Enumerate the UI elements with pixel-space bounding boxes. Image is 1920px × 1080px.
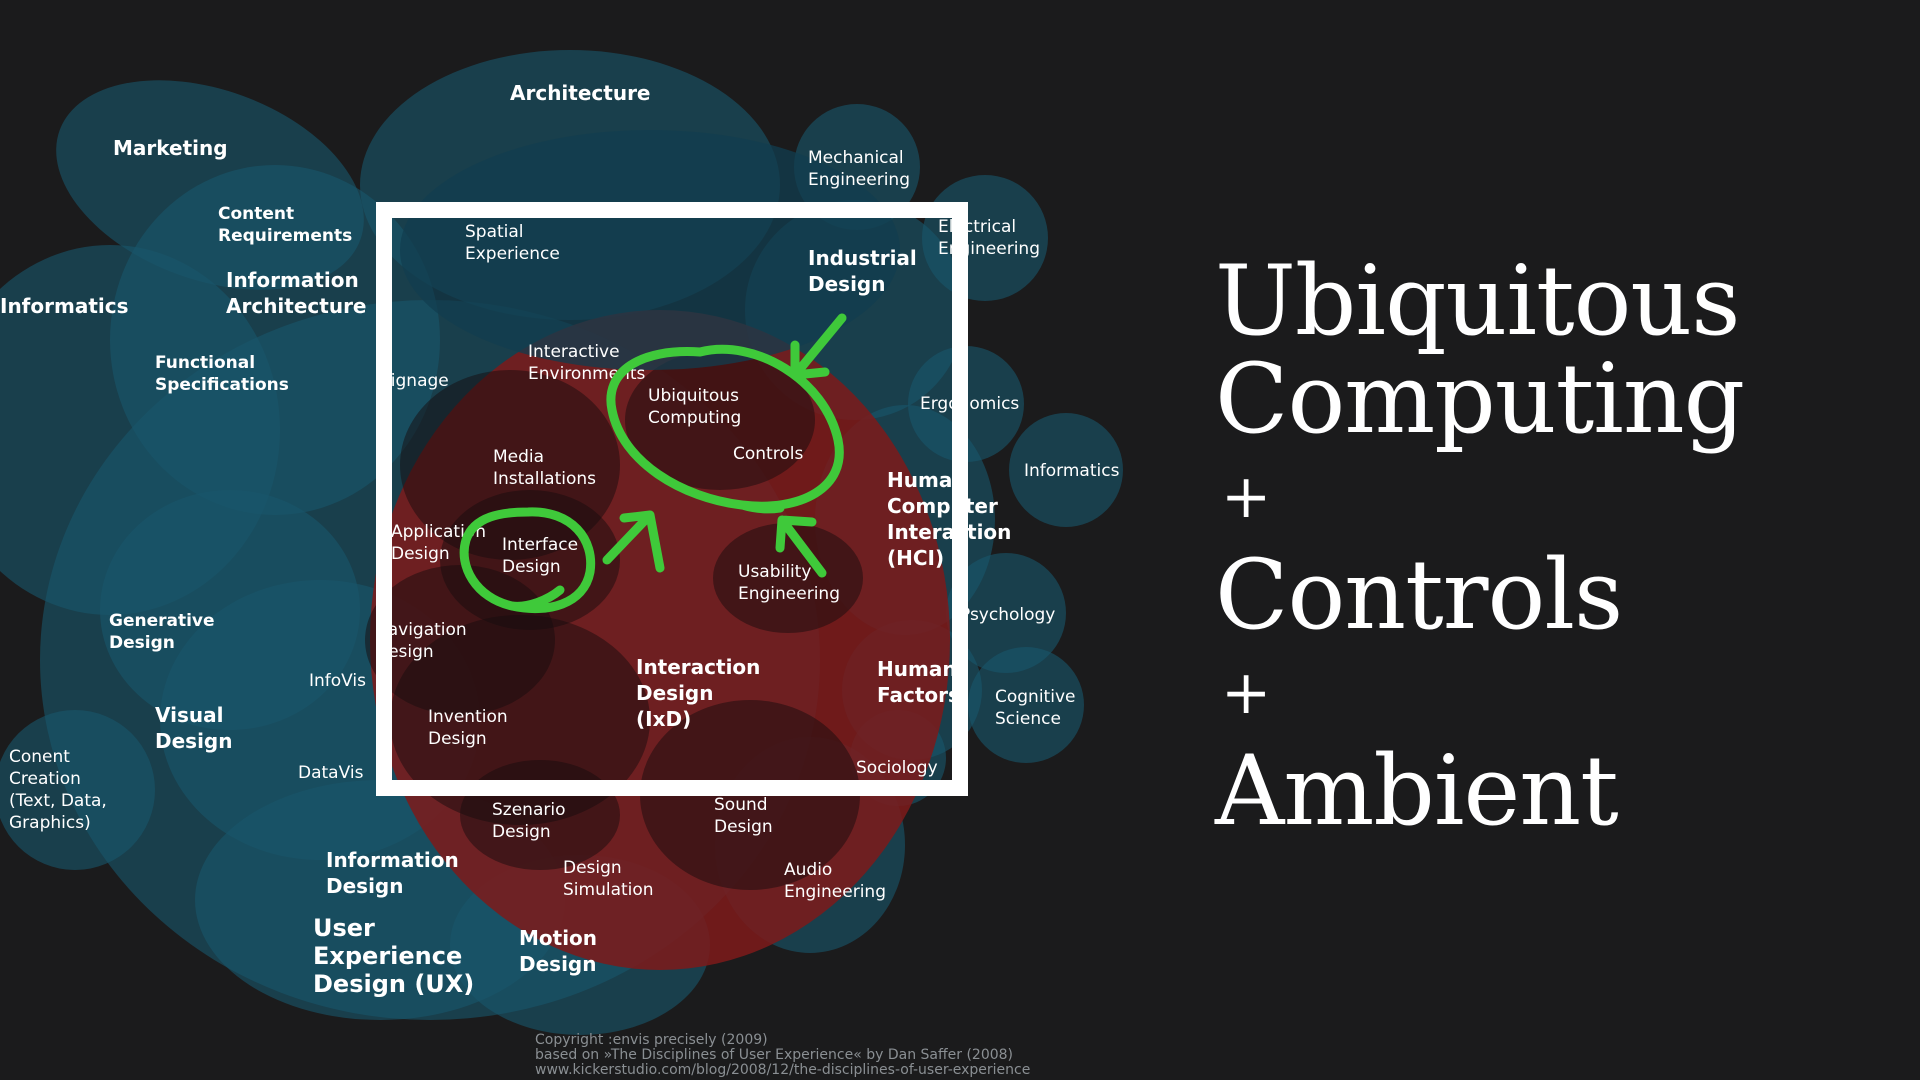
- title-controls: Controls: [1215, 539, 1623, 651]
- title-ubiquitous: Ubiquitous: [1215, 245, 1741, 357]
- label-datavis: DataVis: [298, 763, 364, 783]
- diagram-credit: Copyright :envis precisely (2009) based …: [535, 1032, 1030, 1078]
- label-controls: Controls: [733, 444, 803, 464]
- label-informatics-left: Informatics: [0, 294, 129, 318]
- label-sociology: Sociology: [856, 758, 938, 778]
- title-computing: Computing: [1215, 343, 1745, 455]
- usability-engineering-bubble: [713, 523, 863, 633]
- interface-design-circle: [459, 507, 596, 614]
- cognitive-science-bubble: [968, 647, 1084, 763]
- svg-text:www.kickerstudio.com/blog/2008: www.kickerstudio.com/blog/2008/12/the-di…: [535, 1062, 1030, 1078]
- spatial-experience-bubble: [400, 130, 900, 370]
- label-infovis: InfoVis: [309, 671, 366, 691]
- arrow-usability: [775, 515, 827, 578]
- informatics-right-bubble: [1009, 413, 1123, 527]
- information-architecture-bubble: [110, 165, 440, 515]
- label-signage: Signage: [380, 371, 449, 391]
- label-marketing: Marketing: [113, 136, 228, 160]
- arrow-industrial: [790, 313, 847, 380]
- title-plus-1: +: [1221, 462, 1271, 532]
- label-ergonomics: Ergonomics: [920, 394, 1019, 414]
- ubiquitous-computing-bubble: [625, 350, 815, 490]
- svg-text:Copyright :envis precisely (20: Copyright :envis precisely (2009): [535, 1032, 768, 1048]
- psychology-bubble: [946, 553, 1066, 673]
- label-psychology: Psychology: [960, 605, 1055, 625]
- svg-text:based on »The Disciplines of U: based on »The Disciplines of User Experi…: [535, 1047, 1013, 1063]
- label-informatics-right: Informatics: [1024, 461, 1120, 481]
- label-architecture: Architecture: [510, 81, 651, 105]
- focus-frame: [376, 202, 968, 796]
- ubiquitous-controls-circle: [606, 344, 844, 514]
- slide-title: Ubiquitous Computing + Controls + Ambien…: [1215, 252, 1905, 840]
- highlight-annotations: [459, 313, 847, 614]
- arrow-interface: [602, 510, 665, 573]
- title-plus-2: +: [1221, 658, 1271, 728]
- title-ambient: Ambient: [1215, 735, 1619, 847]
- content-creation-bubble: [0, 710, 155, 870]
